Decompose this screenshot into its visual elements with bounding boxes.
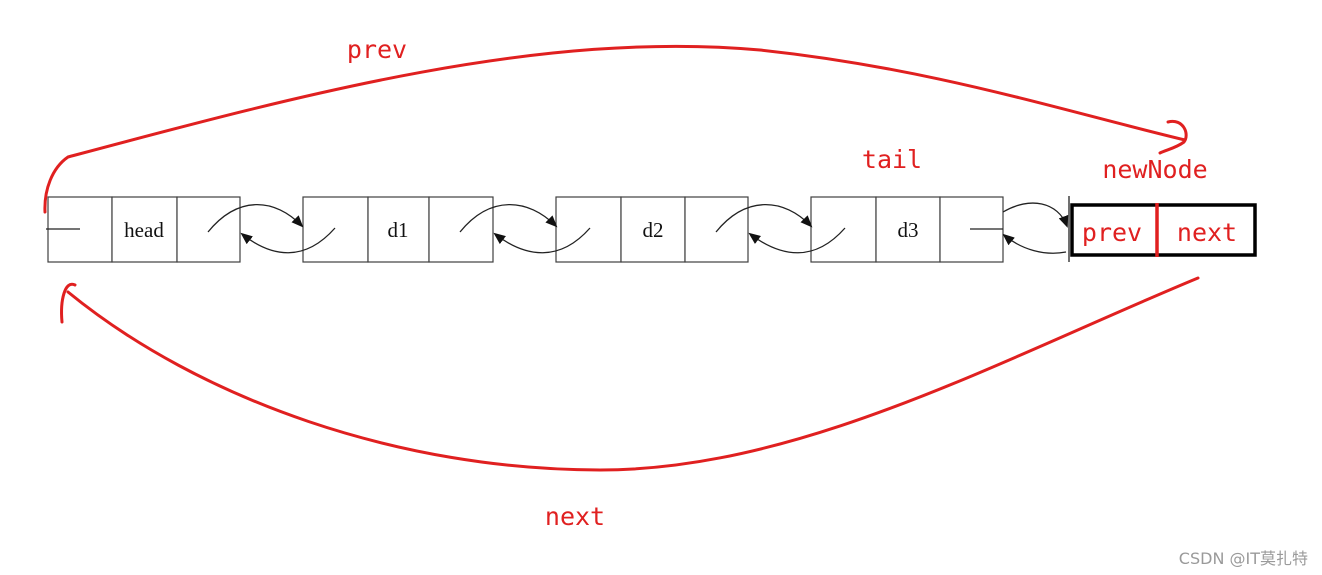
node-d1-next-cell	[428, 196, 494, 263]
node-d3-label: d3	[898, 218, 919, 242]
link-arrow-forward	[715, 203, 813, 233]
node-head: head	[46, 196, 241, 263]
new-node-title: newNode	[1102, 155, 1207, 184]
node-links	[207, 196, 1070, 262]
bottom-arc-arrowhead	[60, 282, 77, 324]
link-arrow-backward	[240, 227, 336, 254]
node-d2-label: d2	[643, 218, 664, 242]
new-node-prev-label: prev	[1082, 218, 1142, 247]
top-arc-curve	[43, 44, 1187, 214]
tail-label: tail	[862, 145, 922, 174]
node-d1-prev-cell	[302, 196, 369, 263]
node-d1: d1	[302, 196, 494, 263]
node-head-data-cell	[111, 196, 178, 263]
bottom-arc-label: next	[545, 502, 605, 531]
node-head-label: head	[124, 218, 164, 242]
new-node-next-label: next	[1177, 218, 1237, 247]
link-arrow-forward	[207, 203, 304, 233]
node-d1-label: d1	[388, 218, 409, 242]
top-arc-arrowhead	[1158, 119, 1188, 155]
link-arrow-backward	[1002, 233, 1067, 254]
new-node: prev next newNode	[1070, 155, 1257, 257]
node-d2-next-cell	[684, 196, 749, 263]
link-arrow-backward	[493, 227, 591, 254]
bottom-arc-curve	[66, 276, 1200, 472]
bottom-next-arc: next	[60, 276, 1200, 531]
new-node-box	[1070, 203, 1257, 257]
top-arc-label: prev	[347, 35, 407, 64]
link-arrow-forward	[459, 203, 558, 233]
watermark: CSDN @IT莫扎特	[1178, 549, 1308, 568]
node-d3: d3	[810, 196, 1004, 263]
link-arrow-backward	[748, 227, 846, 254]
node-d1-data-cell	[367, 196, 430, 263]
top-prev-arc: prev	[43, 35, 1188, 214]
node-d2-data-cell	[620, 196, 686, 263]
node-d2: d2	[555, 196, 749, 263]
node-head-next-cell	[176, 196, 241, 263]
link-arrow-forward	[1002, 202, 1069, 228]
